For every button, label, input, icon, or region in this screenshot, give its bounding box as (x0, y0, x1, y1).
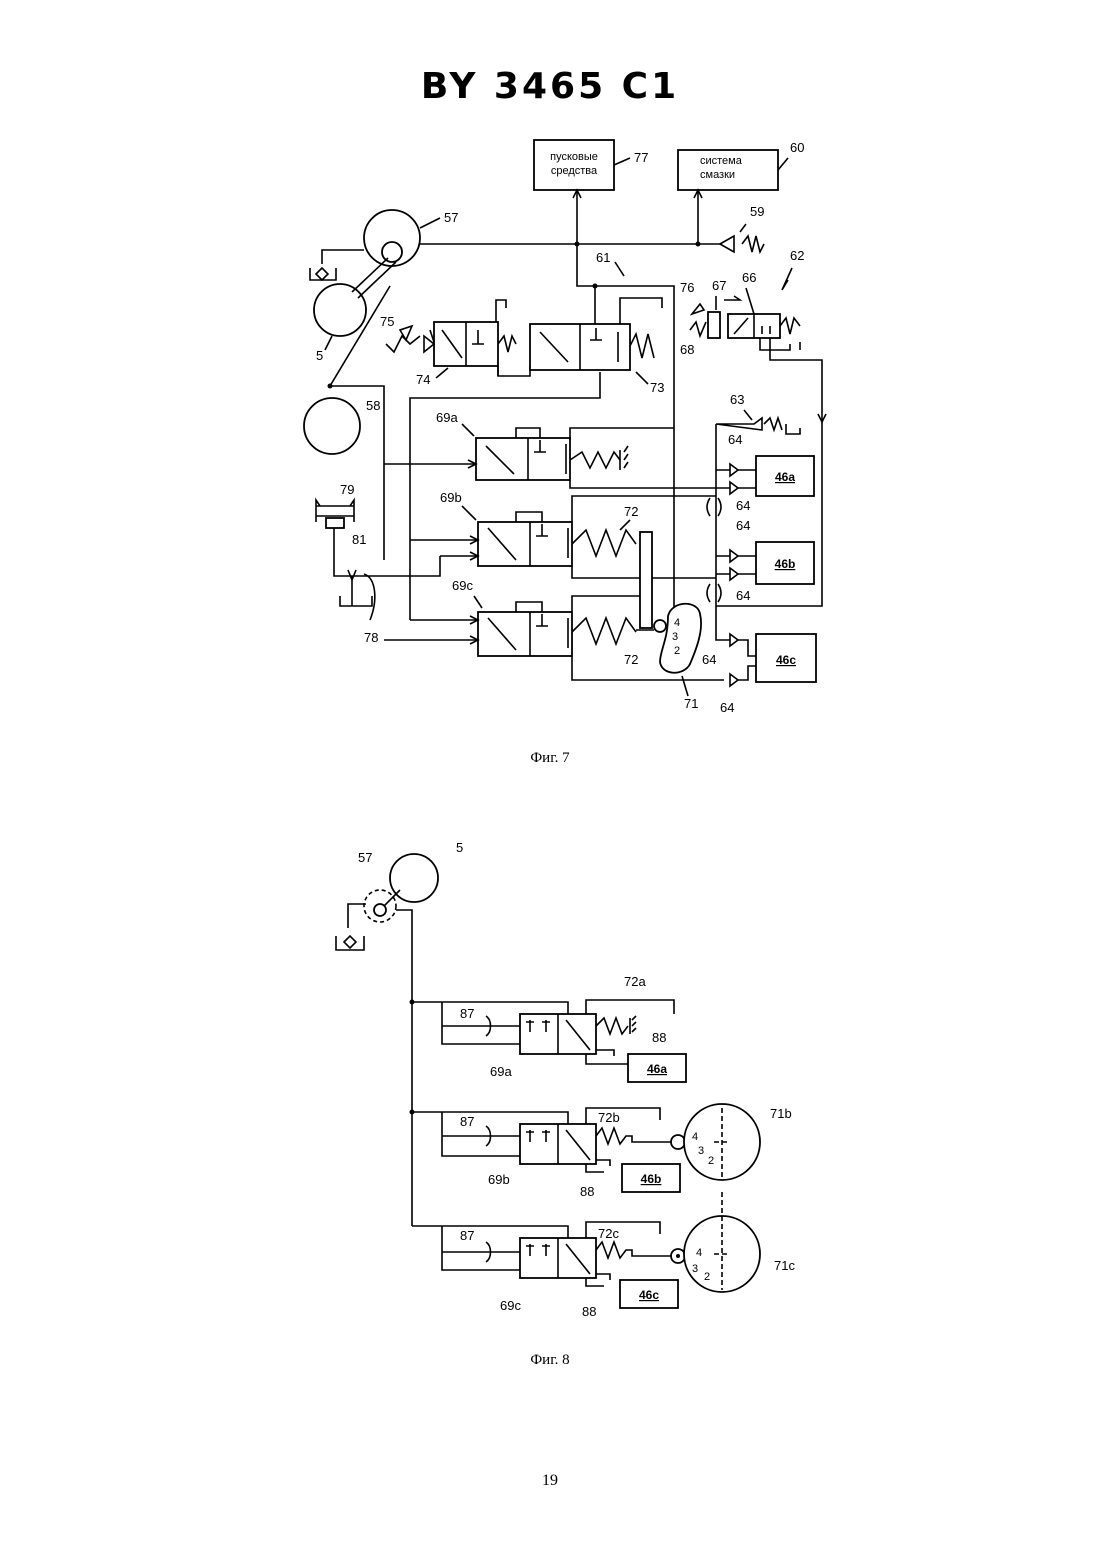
fig7-label-77: 77 (634, 150, 648, 165)
fig7-box-46b: 46b (775, 557, 796, 571)
fig7-label-58: 58 (366, 398, 380, 413)
fig7-label-81: 81 (352, 532, 366, 547)
motor-5 (314, 284, 366, 336)
fig7-label-78: 78 (364, 630, 378, 645)
fig7-cam-3: 3 (672, 631, 678, 643)
fig7-label-64-5: 64 (702, 652, 716, 667)
valve-68 (708, 312, 720, 338)
fig7-label-57: 57 (444, 210, 458, 225)
figure-8-caption: Фиг. 8 (0, 1352, 1100, 1369)
fig7-label-79: 79 (340, 482, 354, 497)
cam-71 (660, 604, 701, 673)
valve-69a (476, 438, 570, 480)
fig7-label-73: 73 (650, 380, 664, 395)
fig7-label-64-2: 64 (736, 498, 750, 513)
fig7-label-66: 66 (742, 270, 756, 285)
fig7-label-61: 61 (596, 250, 610, 265)
page-number: 19 (0, 1472, 1100, 1490)
fig7-label-5: 5 (316, 348, 323, 363)
fig7-label-62: 62 (790, 248, 804, 263)
fig7-box-46a: 46a (775, 470, 795, 484)
fig7-label-69c: 69c (452, 578, 473, 593)
block-77-text-2: средства (551, 165, 598, 177)
fig7-label-69a: 69a (436, 410, 458, 425)
cam-rod (640, 532, 652, 628)
fig7-cam-2: 2 (674, 645, 680, 657)
figure-7-caption: Фиг. 7 (0, 750, 1100, 767)
fig7-label-76: 76 (680, 280, 694, 295)
fig7-label-64-1: 64 (728, 432, 742, 447)
fig7-label-64-6: 64 (720, 700, 734, 715)
fig7-label-67: 67 (712, 278, 726, 293)
fig7-label-63: 63 (730, 392, 744, 407)
fig7-label-60: 60 (790, 140, 804, 155)
block-60-text-1: система (700, 155, 743, 167)
fig7-label-71: 71 (684, 696, 698, 711)
fig7-label-75: 75 (380, 314, 394, 329)
block-60-text-2: смазки (700, 169, 735, 181)
fig7-label-74: 74 (416, 372, 430, 387)
block-77-text-1: пусковые (550, 151, 598, 163)
fig7-label-64-3: 64 (736, 518, 750, 533)
fig7-label-72-2: 72 (624, 652, 638, 667)
motor-58 (304, 398, 360, 454)
valve-69c (478, 612, 572, 656)
fig7-label-68: 68 (680, 342, 694, 357)
valve-69b (478, 522, 572, 566)
fig7-box-46c: 46c (776, 653, 796, 667)
fig7-label-59: 59 (750, 204, 764, 219)
fig7-label-72-1: 72 (624, 504, 638, 519)
fig7-cam-4: 4 (674, 617, 680, 629)
fig7-label-64-4: 64 (736, 588, 750, 603)
fig7-label-69b: 69b (440, 490, 462, 505)
